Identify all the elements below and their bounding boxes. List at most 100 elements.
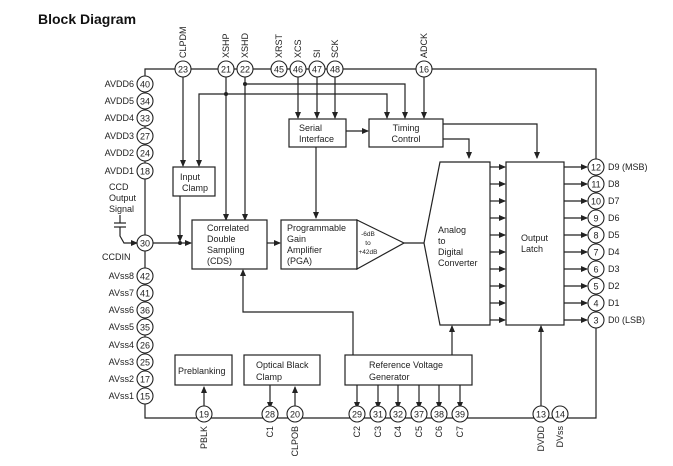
pga-block: Programmable Gain Amplifier (PGA) -6dB t…: [280, 219, 406, 271]
pin-circle: [587, 277, 605, 295]
pin-number: 48: [330, 65, 340, 75]
pin-circle: [326, 60, 344, 78]
pin-name: XSHD: [240, 32, 250, 58]
pin-circle: [136, 75, 154, 93]
pin-number: 3: [593, 316, 598, 326]
pin-circle: [587, 243, 605, 261]
pin-circle: [136, 318, 154, 336]
block-label: Gain: [287, 234, 306, 244]
block-label: Clamp: [182, 183, 208, 193]
pin-circle: [532, 405, 550, 423]
serial-interface-block: Serial Interface: [288, 118, 347, 148]
pin-name: SI: [312, 49, 322, 58]
pin-number: 28: [265, 410, 275, 420]
pin-number: 15: [140, 392, 150, 402]
pin-number: 38: [434, 410, 444, 420]
pin-number: 22: [240, 65, 250, 75]
pin-name: D0 (LSB): [608, 315, 645, 325]
pin-number: 32: [393, 410, 403, 420]
pin-name: CLPOB: [290, 426, 300, 457]
pin-name: AVss7: [109, 288, 134, 298]
wiring: [114, 77, 544, 410]
pin-name: AVDD3: [105, 131, 134, 141]
pin-number: 10: [591, 197, 601, 207]
pin-name: D5: [608, 230, 620, 240]
top-pins: 23CLPDM21XSHP22XSHD45XRST46XCS47SI48SCK1…: [174, 26, 433, 78]
block-label: Programmable: [287, 223, 346, 233]
pin-circle: [430, 405, 448, 423]
left_pins-pin: 27 AVDD3: [105, 127, 154, 145]
pin-name: C6: [434, 426, 444, 438]
bottom-pins: 19PBLK28C120CLPOB29C231C332C437C538C639C…: [195, 405, 569, 457]
pin-number: 41: [140, 289, 150, 299]
reference-voltage-generator-block: Reference Voltage Generator: [344, 354, 473, 386]
pga-gain-max: +42dB: [359, 249, 378, 256]
pin-number: 34: [140, 97, 150, 107]
pin-circle: [289, 60, 307, 78]
pin-circle: [270, 60, 288, 78]
pin-number: 47: [312, 65, 322, 75]
pin-number: 30: [140, 239, 150, 249]
block-label: Latch: [521, 244, 543, 254]
block-label: Optical Black: [256, 360, 309, 370]
pin-name: D8: [608, 179, 620, 189]
pin-circle: [136, 127, 154, 145]
block-label: Converter: [438, 258, 478, 268]
pin-circle: [136, 301, 154, 319]
pin-circle: [389, 405, 407, 423]
block-label: Correlated: [207, 223, 249, 233]
pin-number: 24: [140, 149, 150, 159]
left_pins-pin: 34 AVDD5: [105, 92, 154, 110]
pin-number: 16: [419, 65, 429, 75]
pin-name: AVDD2: [105, 148, 134, 158]
pin-number: 39: [455, 410, 465, 420]
input-clamp-block: Input Clamp: [172, 166, 216, 197]
pin-name: D4: [608, 247, 620, 257]
pin-circle: [308, 60, 326, 78]
pin-circle: [136, 162, 154, 180]
pin-circle: [587, 260, 605, 278]
pin-number: 33: [140, 114, 150, 124]
pin-circle: [217, 60, 235, 78]
block-label: Control: [391, 134, 420, 144]
pin-name: AVDD5: [105, 96, 134, 106]
pin-circle: [587, 175, 605, 193]
pin-number: 25: [140, 358, 150, 368]
pin-number: 18: [140, 167, 150, 177]
pin-circle: [136, 284, 154, 302]
pin-circle: [136, 234, 154, 252]
left-pins: 40AVDD634AVDD533AVDD427AVDD324AVDD218AVD…: [102, 75, 154, 405]
pin-number: 27: [140, 132, 150, 142]
pin-circle: [587, 311, 605, 329]
block-label: Preblanking: [178, 366, 226, 376]
pin-circle: [451, 405, 469, 423]
ccd-label-line: Output: [109, 193, 137, 203]
pin-name: XSHP: [221, 33, 231, 58]
block-label: Interface: [299, 134, 334, 144]
pin-circle: [136, 92, 154, 110]
pin-circle: [369, 405, 387, 423]
block-label: Clamp: [256, 372, 282, 382]
pin-name: AVDD6: [105, 79, 134, 89]
pin-number: 9: [593, 214, 598, 224]
pin-circle: [136, 387, 154, 405]
pin-name: C5: [414, 426, 424, 438]
block-label: (PGA): [287, 256, 312, 266]
